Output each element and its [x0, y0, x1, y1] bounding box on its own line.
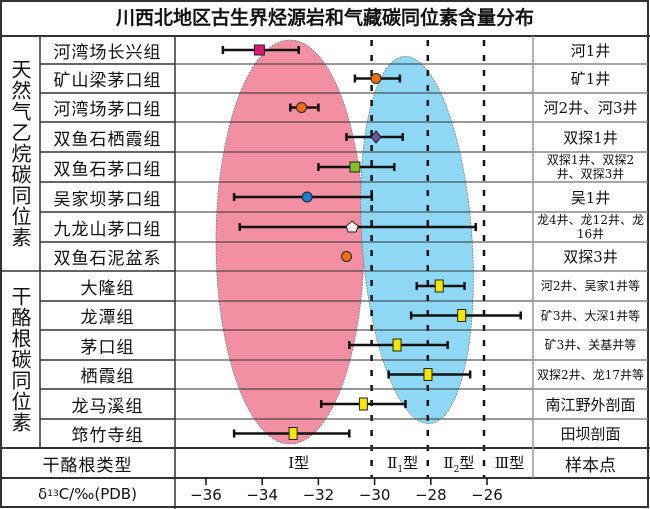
row-label: 栖霞组	[80, 367, 135, 387]
chart-title: 川西北地区古生界烃源岩和气藏碳同位素含量分布	[115, 7, 534, 29]
data-point-pentagon	[345, 220, 359, 233]
data-point-rect	[434, 279, 444, 293]
row-label: 双鱼石栖霞组	[53, 129, 162, 150]
type-suffix: 型	[459, 454, 475, 472]
row-label: 筇竹寺组	[71, 426, 144, 446]
type-subscript: 2	[453, 465, 460, 475]
type-label-text: Ⅰ型	[288, 454, 310, 472]
data-point-circle	[296, 102, 308, 113]
data-point-square	[253, 44, 265, 56]
sample-site-label: 吴1井	[570, 188, 611, 207]
sample-site-label: 双探2井、龙17井等	[537, 367, 644, 382]
group-label-text: 天然气乙烷碳同位素	[8, 59, 32, 248]
row-label: 矿山梁茅口组	[53, 71, 162, 91]
sample-site-label: 河2井、吴家1井等	[540, 279, 641, 293]
type-ii-ellipse	[360, 56, 474, 424]
x-tick-label: −34	[246, 486, 279, 504]
sample-site-label: 龙4井、龙12井、龙16井	[537, 213, 644, 241]
sample-site-label: 河1井	[570, 41, 611, 60]
sample-site-label: 河2井、河3井	[543, 99, 638, 117]
sample-site-label: 矿3井、关基井等	[544, 338, 637, 352]
kerogen-type-label: Ⅰ型	[274, 452, 324, 473]
sample-site-label: 田坝剖面	[560, 425, 621, 443]
group-label: 天然气乙烷碳同位素	[0, 36, 40, 271]
sample-site-label: 双探1井	[563, 128, 618, 147]
x-tick-label: −28	[414, 486, 447, 504]
data-point-diamond	[370, 130, 382, 144]
row-label: 河湾场茅口组	[53, 100, 162, 120]
sample-site-label: 南江野外剖面	[545, 395, 636, 414]
x-tick-label: −36	[190, 486, 222, 504]
data-point-circle	[370, 73, 382, 84]
x-tick-label: −30	[358, 486, 391, 504]
row-label: 双鱼石泥盆系	[53, 249, 162, 269]
sample-site-label: 矿3井、大深1井等	[540, 308, 641, 323]
sample-site-label: 双探3井	[563, 248, 618, 266]
group-label-text: 干酪根碳同位素	[8, 286, 32, 433]
group-label: 干酪根碳同位素	[0, 271, 40, 448]
row-label: 九龙山茅口组	[53, 219, 162, 240]
row-label: 大隆组	[80, 278, 135, 299]
site-header: 样本点	[565, 455, 616, 476]
data-point-rect	[423, 368, 433, 381]
x-tick-label: −32	[302, 486, 335, 504]
sample-site-label: 矿1井	[570, 70, 611, 88]
data-point-circle	[341, 251, 352, 262]
row-label: 龙潭组	[80, 308, 135, 328]
x-axis-label-rest: C/‰(PDB)	[58, 484, 137, 503]
data-point-rect	[392, 338, 402, 352]
data-point-square	[349, 161, 361, 173]
row-label: 双鱼石茅口组	[53, 159, 162, 180]
data-point-rect	[288, 427, 298, 440]
data-point-rect	[358, 397, 368, 411]
x-axis-label-delta: δ	[38, 484, 48, 503]
row-label: 龙马溪组	[71, 396, 144, 417]
kerogen-type-label: Ⅲ型	[484, 452, 534, 473]
sample-site-label: 双探1井、双探2井、双探3井	[546, 153, 635, 181]
row-label: 茅口组	[80, 337, 135, 358]
type-suffix: 型	[403, 454, 419, 472]
kerogen-type-label: Ⅱ1型	[378, 452, 428, 475]
kerogen-type-header: 干酪根类型	[42, 455, 133, 476]
data-point-rect	[457, 309, 467, 322]
row-label: 吴家坝茅口组	[53, 189, 162, 210]
kerogen-type-label: Ⅱ2型	[434, 452, 484, 475]
row-label: 河湾场长兴组	[53, 42, 162, 63]
type-label-text: Ⅲ型	[494, 454, 525, 472]
x-axis-label-sup: 13	[47, 488, 59, 499]
type-label-text: Ⅱ	[387, 454, 398, 472]
data-point-circle	[301, 191, 313, 203]
type-label-text: Ⅱ	[443, 454, 454, 472]
type-subscript: 1	[397, 465, 404, 475]
x-tick-label: −26	[471, 486, 503, 504]
